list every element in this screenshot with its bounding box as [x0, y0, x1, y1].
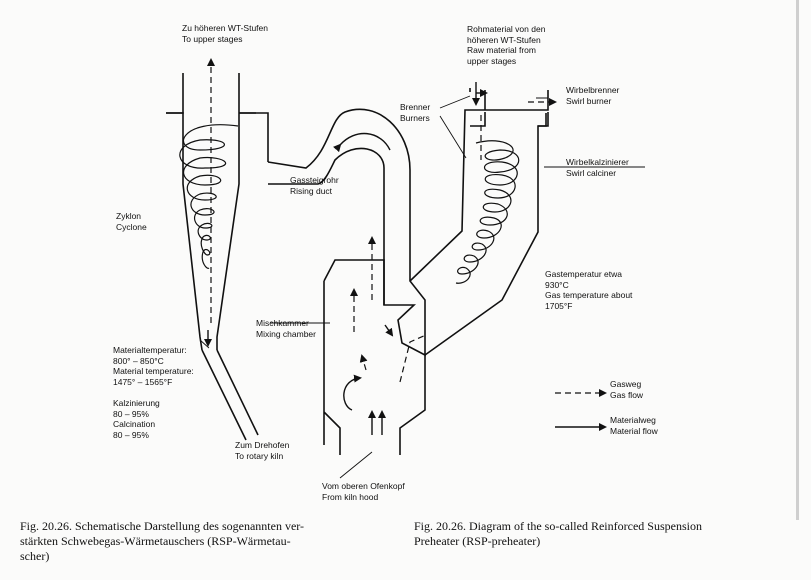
label-raw-material-4: upper stages: [467, 55, 517, 66]
legend-material: Materialweg Material flow: [610, 415, 658, 436]
label-calcination: Kalzinierung 80 – 95% Calcination 80 – 9…: [113, 398, 160, 440]
scan-edge: [796, 0, 799, 520]
label-calcination-3: Calcination: [113, 419, 156, 429]
gas-flow-paths: [207, 58, 607, 397]
swirl-calciner: [409, 88, 549, 356]
legend-gas: Gasweg Gas flow: [610, 379, 643, 400]
label-calcination-1: Kalzinierung: [113, 398, 160, 408]
cyclone-roof: [239, 112, 269, 162]
label-rising-duct: Gassteigrohr Rising duct: [290, 175, 339, 196]
legend-material-de: Materialweg: [610, 415, 656, 425]
label-raw-material-1: Rohmaterial von den: [467, 24, 546, 34]
caption-english: Fig. 20.26. Diagram of the so-called Rei…: [414, 519, 794, 549]
label-upper-stages-en: To upper stages: [182, 33, 243, 44]
caption-en-line-2: Preheater (RSP-preheater): [414, 534, 541, 548]
calciner-spiral: [455, 140, 520, 284]
label-gas-temperature: Gastemperatur etwa 930°C Gas temperature…: [545, 269, 632, 311]
legend-gas-en: Gas flow: [610, 389, 644, 400]
legend-gas-de: Gasweg: [610, 379, 642, 389]
label-mixing-chamber-de: Mischkammer: [256, 318, 309, 328]
cyclone-spiral: [179, 124, 239, 269]
caption-german: Fig. 20.26. Schematische Darstellung des…: [20, 519, 390, 564]
label-upper-stages: Zu höheren WT-Stufen To upper stages: [182, 23, 268, 44]
material-flow-paths: [204, 82, 607, 435]
label-swirl-burner-de: Wirbelbrenner: [566, 85, 620, 95]
label-rotary-kiln: Zum Drehofen To rotary kiln: [235, 440, 289, 461]
label-mixing-chamber-en: Mixing chamber: [256, 328, 316, 339]
label-kiln-hood: Vom oberen Ofenkopf From kiln hood: [322, 481, 405, 502]
label-rotary-kiln-en: To rotary kiln: [235, 450, 284, 461]
cyclone-body-right: [216, 73, 256, 350]
caption-de-line-3: scher): [20, 549, 50, 563]
label-gas-temp-2: 930°C: [545, 279, 569, 290]
leader-lines: [199, 95, 645, 479]
rising-duct: [267, 108, 426, 357]
label-rising-duct-de: Gassteigrohr: [290, 175, 339, 185]
label-mixing-chamber: Mischkammer Mixing chamber: [256, 318, 316, 339]
calciner-top: [470, 112, 549, 127]
label-upper-stages-de: Zu höheren WT-Stufen: [182, 23, 268, 33]
label-swirl-calciner: Wirbelkalzinierer Swirl calciner: [566, 157, 629, 178]
kiln-outlet-pipe: [201, 349, 259, 441]
label-burners-de: Brenner: [400, 102, 431, 112]
label-gas-temp-4: 1705°F: [545, 300, 573, 311]
label-material-temp-3: Material temperature:: [113, 366, 194, 376]
label-raw-material: Rohmaterial von den höheren WT-Stufen Ra…: [467, 24, 545, 66]
caption-en-line-1: Fig. 20.26. Diagram of the so-called Rei…: [414, 519, 702, 533]
label-material-temp-1: Materialtemperatur:: [113, 345, 187, 355]
label-rising-duct-en: Rising duct: [290, 185, 333, 196]
label-cyclone-en: Cyclone: [116, 221, 147, 232]
label-cyclone-de: Zyklon: [116, 211, 142, 221]
label-rotary-kiln-de: Zum Drehofen: [235, 440, 290, 450]
label-gas-temp-1: Gastemperatur etwa: [545, 269, 623, 279]
label-burners-en: Burners: [400, 112, 430, 123]
label-raw-material-2: höheren WT-Stufen: [467, 34, 541, 45]
label-burners: Brenner Burners: [400, 102, 430, 123]
label-material-temp-4: 1475° – 1565°F: [113, 376, 173, 387]
label-material-temperature: Materialtemperatur: 800° – 850°C Materia…: [113, 345, 194, 387]
label-gas-temp-3: Gas temperature about: [545, 290, 633, 300]
label-calcination-4: 80 – 95%: [113, 429, 149, 440]
label-swirl-burner: Wirbelbrenner Swirl burner: [566, 85, 619, 106]
label-material-temp-2: 800° – 850°C: [113, 355, 164, 366]
label-kiln-hood-de: Vom oberen Ofenkopf: [322, 481, 405, 491]
label-swirl-calciner-en: Swirl calciner: [566, 167, 617, 178]
label-swirl-burner-en: Swirl burner: [566, 95, 612, 106]
cyclone-body-left: [166, 112, 203, 351]
mixing-chamber: [323, 259, 426, 455]
label-calcination-2: 80 – 95%: [113, 408, 149, 419]
legend-material-en: Material flow: [610, 425, 658, 436]
label-swirl-calciner-de: Wirbelkalzinierer: [566, 157, 629, 167]
label-cyclone: Zyklon Cyclone: [116, 211, 147, 232]
cyclone-outline-left: [166, 73, 184, 114]
caption-de-line-1: Fig. 20.26. Schematische Darstellung des…: [20, 519, 305, 533]
caption-de-line-2: stärkten Schwebegas-Wärmetauschers (RSP-…: [20, 534, 291, 548]
label-kiln-hood-en: From kiln hood: [322, 491, 379, 502]
label-raw-material-3: Raw material from: [467, 45, 536, 55]
